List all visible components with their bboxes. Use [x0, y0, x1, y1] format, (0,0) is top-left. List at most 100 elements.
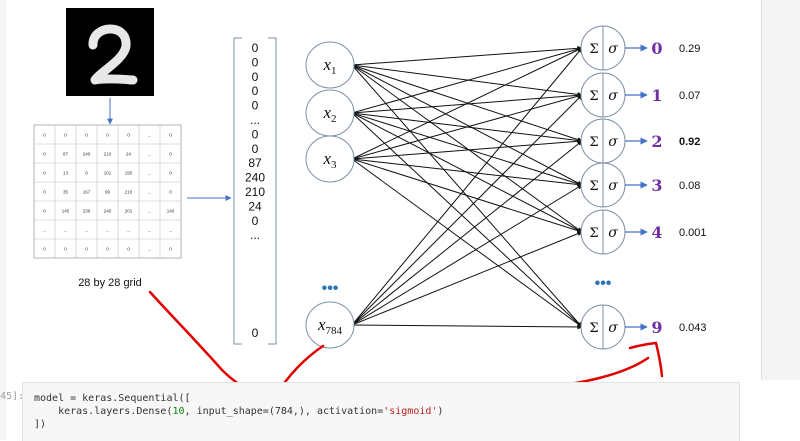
- input-label: x2: [322, 103, 336, 125]
- connection-edge: [351, 231, 583, 326]
- grid-cell: 0: [85, 133, 88, 138]
- grid-cell: 0: [169, 152, 172, 157]
- vector-value: 0: [252, 70, 259, 84]
- grid-cell: 0: [64, 133, 67, 138]
- code-line-1: model = keras.Sequential([: [34, 393, 191, 404]
- output-digit: 2: [651, 132, 662, 151]
- grid-cell: 0: [169, 171, 172, 176]
- grid-cell: 0: [43, 247, 46, 252]
- code-line-3: ]): [34, 419, 47, 430]
- connection-edge: [351, 324, 583, 330]
- code-cell[interactable]: model = keras.Sequential([ keras.layers.…: [22, 382, 740, 441]
- grid-cell: 35: [63, 190, 69, 195]
- grid-cell: ...: [148, 171, 152, 176]
- connection-edge: [351, 140, 583, 326]
- connection-edge: [351, 94, 583, 326]
- code-line-2-str: 'sigmoid': [383, 406, 438, 417]
- grid-cell: ...: [43, 228, 47, 233]
- output-probability: 0.043: [679, 322, 707, 334]
- grid-cell: 0: [127, 247, 130, 252]
- input-label: x3: [322, 149, 337, 171]
- connection-edge: [351, 45, 583, 66]
- grid-cell: ...: [148, 152, 152, 157]
- input-label: x784: [317, 315, 343, 337]
- sigma-symbol: σ: [608, 88, 618, 104]
- grid-cell: 13: [63, 171, 69, 176]
- grid-caption: 28 by 28 grid: [78, 277, 142, 289]
- grid-cell: 0: [64, 247, 67, 252]
- grid-cell: ...: [148, 228, 152, 233]
- code-line-2-num: 10: [172, 406, 185, 417]
- grid-cell: 230: [83, 209, 91, 214]
- sum-symbol: Σ: [589, 226, 598, 241]
- grid-cell: ...: [148, 133, 152, 138]
- mnist-digit-image: [66, 8, 154, 96]
- connection-edge: [351, 184, 583, 326]
- sigma-symbol: σ: [608, 134, 618, 150]
- vector-value: ...: [250, 228, 260, 242]
- grid-cell: ...: [64, 228, 68, 233]
- sigma-symbol: σ: [608, 178, 618, 194]
- notebook-scrollbar-area[interactable]: [761, 0, 800, 380]
- connection-edge: [351, 158, 583, 328]
- grid-cell: 0: [43, 133, 46, 138]
- grid-cell: ...: [127, 228, 131, 233]
- connection-edge: [351, 158, 583, 187]
- sum-symbol: Σ: [589, 179, 598, 194]
- grid-cell: 0: [127, 133, 130, 138]
- annotation-from-grid: [148, 290, 267, 398]
- vector-value: 0: [252, 214, 259, 228]
- grid-cell: 0: [43, 190, 46, 195]
- grid-cell: ...: [85, 228, 89, 233]
- vector-value: 24: [248, 199, 262, 213]
- output-probability: 0.001: [679, 227, 707, 239]
- grid-cell: 145: [62, 209, 70, 214]
- sigma-symbol: σ: [608, 320, 618, 336]
- grid-cell: 0: [85, 171, 88, 176]
- output-probability: 0.92: [679, 136, 700, 148]
- code-line-2-post: ): [437, 406, 444, 417]
- grid-cell: 0: [85, 247, 88, 252]
- output-probability: 0.08: [679, 180, 700, 192]
- sum-symbol: Σ: [589, 135, 598, 150]
- grid-cell: 201: [125, 209, 133, 214]
- grid-cell: 0: [43, 209, 46, 214]
- grid-cell: 210: [125, 190, 133, 195]
- grid-cell: 240: [104, 209, 112, 214]
- input-label: x1: [322, 55, 336, 77]
- connection-edge: [351, 47, 583, 160]
- grid-cell: 195: [125, 171, 133, 176]
- vector-value: 0: [252, 127, 259, 141]
- code-editor[interactable]: model = keras.Sequential([ keras.layers.…: [34, 392, 443, 431]
- grid-cell: ...: [148, 209, 152, 214]
- cell-prompt: 45]:: [0, 391, 25, 402]
- connection-edge: [351, 112, 583, 187]
- input-layer: x1 x2 x3 x784: [305, 41, 355, 349]
- input-node: [305, 301, 355, 349]
- vector-value: 0: [252, 326, 259, 340]
- sum-symbol: Σ: [589, 321, 598, 336]
- output-digit: 3: [651, 176, 662, 195]
- output-digit: 4: [651, 223, 662, 242]
- output-digit: 1: [651, 86, 662, 105]
- grid-cell: ...: [148, 247, 152, 252]
- code-line-2-pre: keras.layers.Dense(: [34, 406, 173, 417]
- grid-cell: 0: [43, 152, 46, 157]
- code-line-2-mid: , input_shape=(784,), activation=: [184, 406, 384, 417]
- connection-edge: [351, 138, 583, 160]
- grid-frame: [33, 124, 182, 259]
- grid-cell: 101: [104, 171, 112, 176]
- vector-value: 0: [252, 142, 259, 156]
- output-digit: 9: [651, 318, 662, 337]
- output-ellipsis: •••: [595, 275, 612, 292]
- grid-cell: ...: [169, 228, 173, 233]
- connection-edge: [351, 93, 583, 160]
- sum-symbol: Σ: [589, 42, 598, 57]
- output-probability: 0.29: [679, 43, 700, 55]
- vector-value: 0: [252, 55, 259, 69]
- flattened-vector-bracket: [233, 37, 277, 345]
- connection-edge: [351, 158, 583, 234]
